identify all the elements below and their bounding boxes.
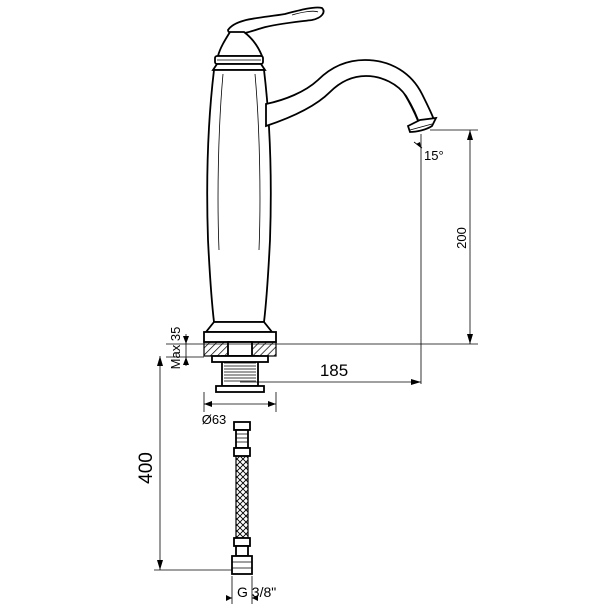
dimension-reach: 185 bbox=[240, 361, 421, 385]
spout bbox=[265, 59, 438, 133]
dimension-hose-thread: G 3/8" bbox=[226, 576, 276, 604]
faucet-body bbox=[206, 69, 272, 323]
dimension-base-diameter: Ø63 bbox=[202, 392, 277, 427]
hose-thread-label: G 3/8" bbox=[237, 584, 276, 600]
base-diameter-label: Ø63 bbox=[202, 412, 227, 427]
reach-label: 185 bbox=[320, 361, 348, 380]
deck-thickness-label: Max 35 bbox=[168, 327, 183, 370]
lever-handle bbox=[227, 6, 325, 35]
dimension-spout-height: 200 bbox=[166, 129, 478, 345]
dimension-spout-angle: 15° bbox=[413, 134, 444, 384]
dimension-hose-length: 400 bbox=[136, 356, 232, 571]
flexible-hose bbox=[231, 421, 253, 575]
base-assembly bbox=[203, 321, 277, 357]
spout-angle-label: 15° bbox=[424, 148, 444, 163]
threaded-shank bbox=[211, 355, 269, 393]
hose-length-label: 400 bbox=[136, 452, 157, 484]
spout-height-label: 200 bbox=[454, 227, 469, 249]
cartridge-cap bbox=[211, 31, 267, 71]
dimension-deck-thickness: Max 35 bbox=[166, 327, 204, 370]
